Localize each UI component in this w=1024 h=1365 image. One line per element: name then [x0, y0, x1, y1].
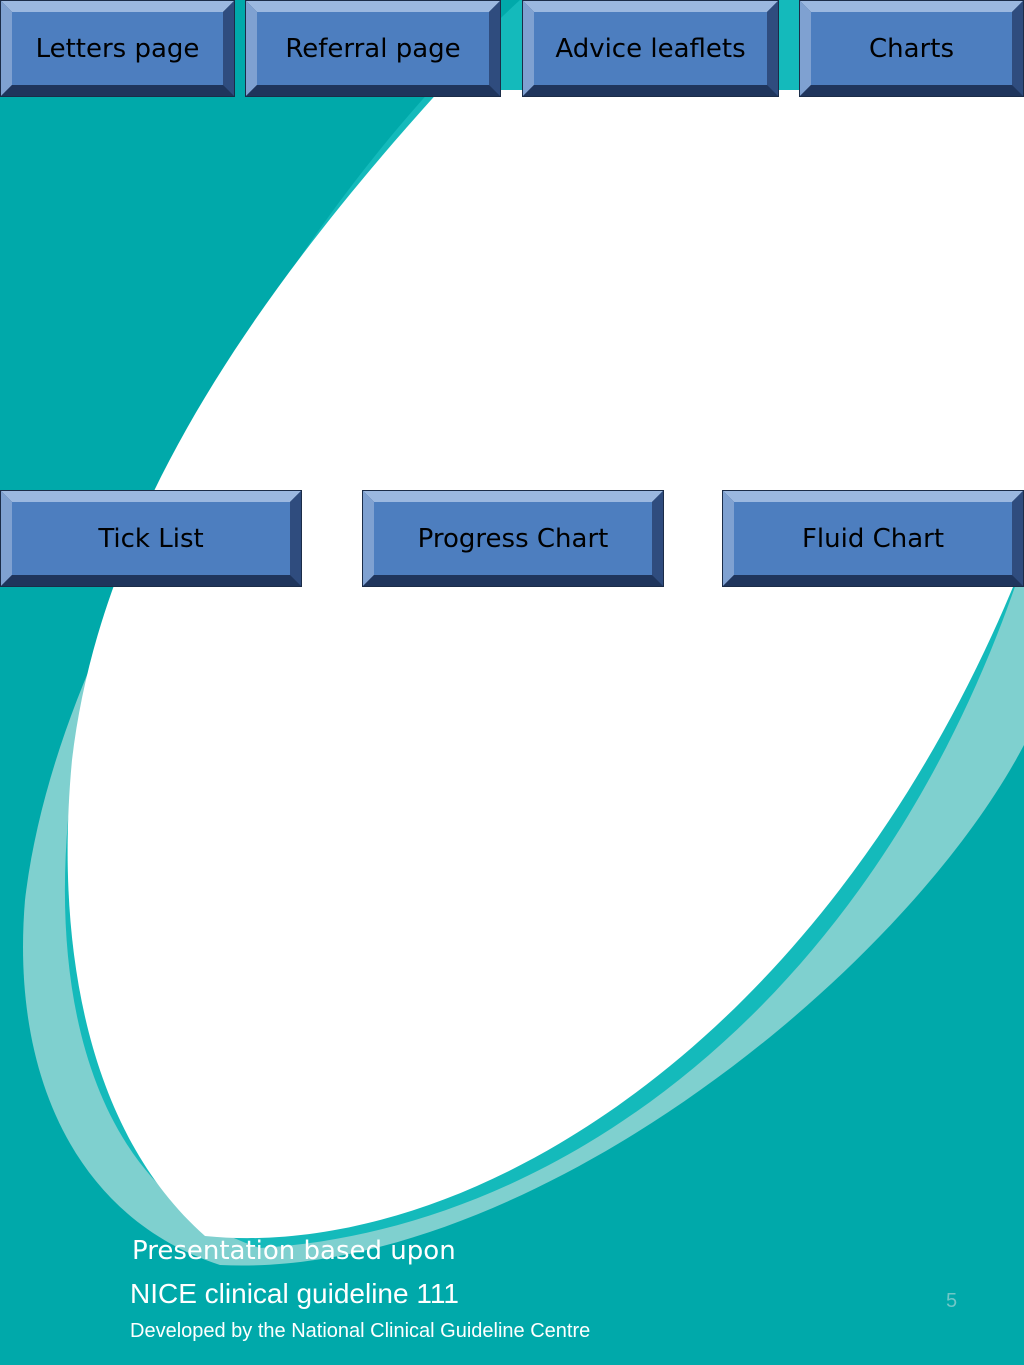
progress-chart-label: Progress Chart — [417, 523, 609, 554]
advice-leaflets-button[interactable]: Advice leaflets — [522, 0, 779, 97]
charts-label: Charts — [869, 33, 954, 64]
white-oval — [67, 90, 1024, 1239]
letters-page-label: Letters page — [35, 33, 200, 64]
progress-chart-button[interactable]: Progress Chart — [362, 490, 664, 587]
advice-leaflets-label: Advice leaflets — [555, 33, 746, 64]
slide-number: 5 — [946, 1290, 958, 1312]
letters-page-button[interactable]: Letters page — [0, 0, 235, 97]
footer-guideline-text: NICE clinical guideline 111 — [130, 1278, 459, 1309]
referral-page-button[interactable]: Referral page — [245, 0, 501, 97]
footer-presentation-text: Presentation based upon — [132, 1236, 456, 1266]
fluid-chart-button[interactable]: Fluid Chart — [722, 490, 1024, 587]
tick-list-label: Tick List — [98, 523, 204, 554]
fluid-chart-label: Fluid Chart — [801, 523, 945, 554]
footer-developer-text: Developed by the National Clinical Guide… — [130, 1320, 591, 1342]
referral-page-label: Referral page — [285, 33, 461, 64]
charts-button[interactable]: Charts — [799, 0, 1024, 97]
tick-list-button[interactable]: Tick List — [0, 490, 302, 587]
